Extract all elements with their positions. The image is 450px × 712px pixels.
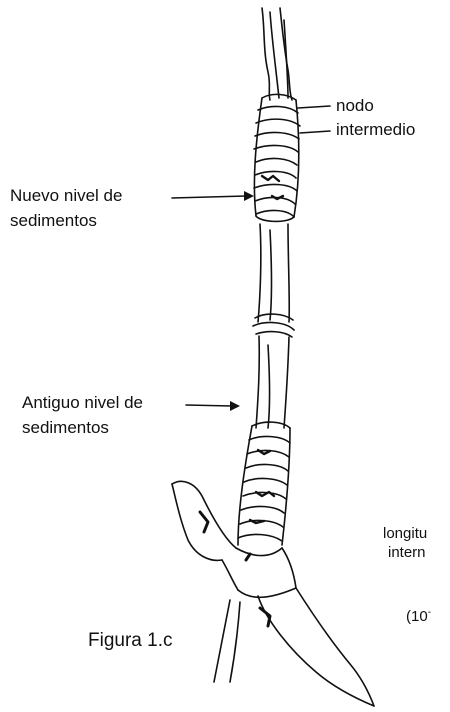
label-longitud: longitu (383, 525, 427, 542)
label-intermedio: intermedio (336, 120, 415, 140)
label-nodo: nodo (336, 96, 374, 116)
scale-unit-text: (10 (406, 608, 428, 625)
nuevo-nivel-arrow-line (172, 196, 246, 198)
label-antiguo-nivel-line2: sedimentos (22, 418, 109, 438)
figure-caption: Figura 1.c (88, 630, 172, 652)
label-scale-unit: (10- (406, 604, 431, 625)
nodo-pointer-line (298, 106, 330, 108)
antiguo-nivel-arrow-line (186, 405, 232, 406)
nuevo-nivel-arrowhead (244, 191, 254, 201)
antiguo-nivel-arrowhead (230, 401, 240, 411)
label-nuevo-nivel-line2: sedimentos (10, 211, 97, 231)
internode-upper (256, 216, 294, 322)
intermedio-pointer-line (300, 131, 330, 133)
rhizome-base (172, 481, 374, 706)
upper-node-cluster (254, 94, 300, 217)
stem-tip (262, 8, 292, 100)
label-nuevo-nivel-line1: Nuevo nivel de (10, 186, 122, 206)
label-interno: intern (388, 544, 426, 561)
scale-exponent: - (428, 607, 431, 618)
internode-middle (256, 336, 289, 428)
lower-node-cluster (238, 422, 290, 545)
label-antiguo-nivel-line1: Antiguo nivel de (22, 393, 143, 413)
